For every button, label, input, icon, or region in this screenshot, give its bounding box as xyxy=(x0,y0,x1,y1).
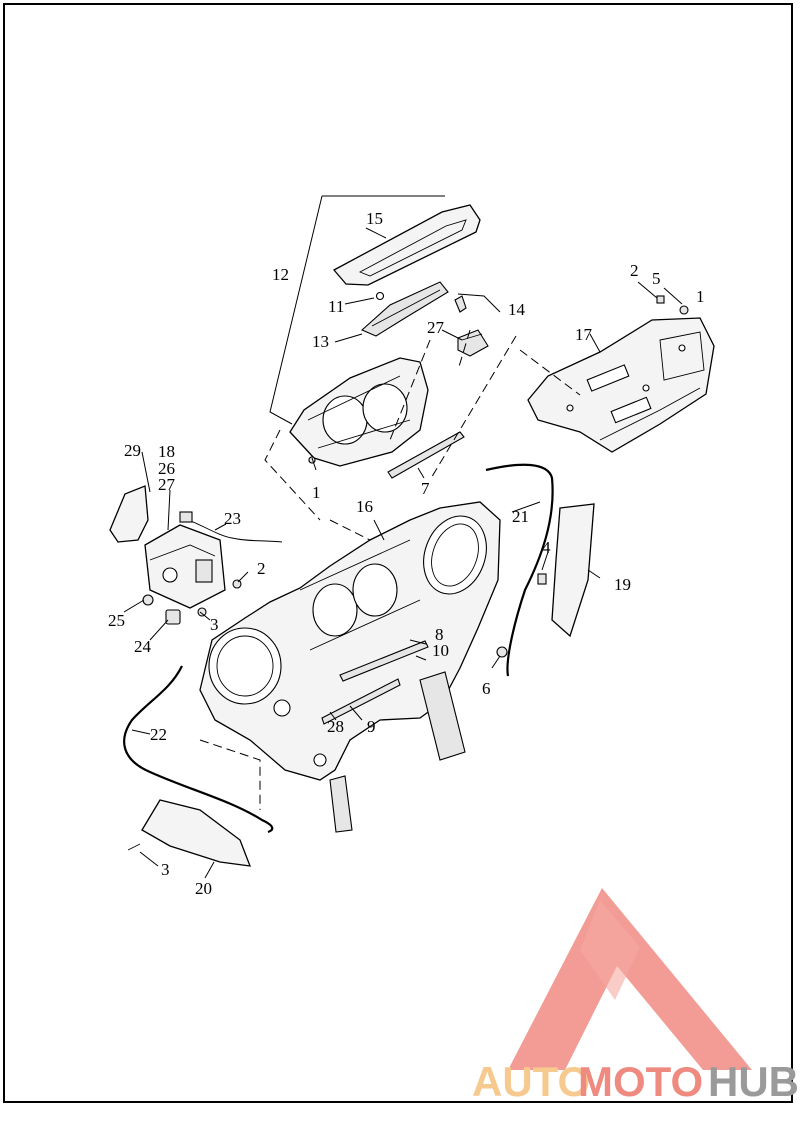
diagram-border xyxy=(3,3,793,1103)
leader-lines xyxy=(123,195,683,879)
callout-3-mid: 3 xyxy=(210,615,219,634)
part-14-switch-housing xyxy=(454,295,489,357)
callout-14: 14 xyxy=(508,300,526,319)
callout-13: 13 xyxy=(312,332,329,351)
callout-29: 29 xyxy=(124,441,141,460)
part-20-lower-panel xyxy=(141,799,251,867)
callout-11: 11 xyxy=(328,297,344,316)
callout-5: 5 xyxy=(652,269,661,288)
callout-10: 10 xyxy=(432,641,449,660)
callout-19: 19 xyxy=(614,575,631,594)
part-22-edge-trim xyxy=(123,665,274,834)
callout-23: 23 xyxy=(224,509,241,528)
callout-25: 25 xyxy=(108,611,125,630)
callout-15: 15 xyxy=(366,209,383,228)
part-8-rod xyxy=(321,640,429,725)
automotohub-logo: AUTO MOTO HUB xyxy=(472,888,799,1105)
assembly-dash-lines xyxy=(199,329,581,810)
callout-8: 8 xyxy=(435,625,444,644)
callout-2-top: 2 xyxy=(630,261,639,280)
callout-26: 26 xyxy=(158,459,175,478)
misc-fasteners xyxy=(127,456,547,851)
callout-27-top: 27 xyxy=(427,318,445,337)
callout-3-bottom: 3 xyxy=(161,860,170,879)
callout-1-left: 1 xyxy=(312,483,321,502)
callout-21: 21 xyxy=(512,507,529,526)
part-13-bracket xyxy=(360,281,449,337)
callout-2-mid: 2 xyxy=(257,559,266,578)
callout-16: 16 xyxy=(356,497,373,516)
part-18-control-unit xyxy=(144,524,226,609)
fairing-mount-posts xyxy=(329,671,466,833)
part-21-edge-trim xyxy=(485,463,554,677)
callout-4: 4 xyxy=(542,538,551,557)
part-16-outer-fairing xyxy=(199,501,501,781)
logo-text-auto: AUTO xyxy=(472,1058,590,1105)
part-17-bracket-plate xyxy=(527,317,715,453)
logo-text-hub: HUB xyxy=(708,1058,799,1105)
callout-27-left: 27 xyxy=(158,475,176,494)
logo-text-moto: MOTO xyxy=(578,1058,703,1105)
callout-28: 28 xyxy=(327,717,344,736)
part-23-connector xyxy=(179,511,193,523)
part-23-harness xyxy=(179,517,283,543)
part-24-25-fasteners xyxy=(142,579,242,625)
part-2-fastener-top xyxy=(656,295,689,315)
callout-numbers: 15 12 11 13 14 27 1 7 2 5 1 17 29 18 26 … xyxy=(108,209,705,898)
callout-18: 18 xyxy=(158,442,175,461)
part-29-cover xyxy=(109,485,149,543)
callout-12: 12 xyxy=(272,265,289,284)
callout-6: 6 xyxy=(482,679,491,698)
callout-1-right: 1 xyxy=(696,287,705,306)
part-7-trim-strip xyxy=(387,431,465,479)
part-12-inner-housing xyxy=(289,357,429,467)
callout-17: 17 xyxy=(575,325,593,344)
part-15-top-cap xyxy=(332,204,481,286)
part-19-side-panel xyxy=(551,503,595,638)
callout-24: 24 xyxy=(134,637,152,656)
callout-20: 20 xyxy=(195,879,212,898)
callout-9: 9 xyxy=(367,717,376,736)
callout-22: 22 xyxy=(150,725,167,744)
callout-7: 7 xyxy=(421,479,430,498)
